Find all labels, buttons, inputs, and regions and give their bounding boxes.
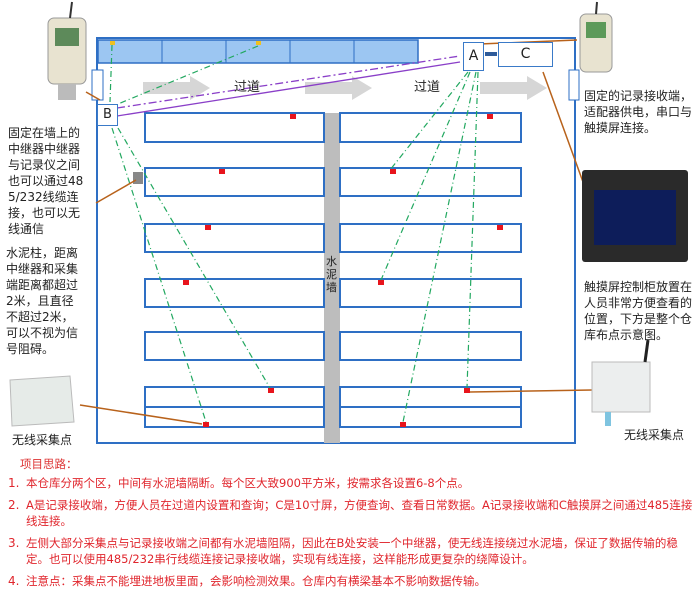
- note-text: 本仓库分两个区，中间有水泥墙隔断。每个区大致900平方米，按需求各设置6-8个点…: [26, 476, 470, 490]
- project-notes: 项目思路： 1. 本仓库分两个区，中间有水泥墙隔断。每个区大致900平方米，按需求…: [8, 456, 693, 589]
- left-door: [91, 69, 104, 101]
- notes-title: 项目思路：: [20, 457, 78, 471]
- pillar-annotation: 水泥柱，距离中继器和采集端距离都超过2米，且直径不超过2米，可以不视为信号阻碍。: [6, 246, 79, 356]
- note-item: 2. A是记录接收端，方便人员在过道内设置和查询；C是10寸屏，方便查询、查看日常…: [8, 497, 693, 529]
- touchscreen-image: [582, 170, 688, 262]
- note-item: 3. 左侧大部分采集点与记录接收端之间都有水泥墙阻隔，因此在B处安装一个中继器，使…: [8, 535, 693, 567]
- note-number: 3.: [8, 536, 20, 550]
- note-text: 注意点：采集点不能埋进地板里面，会影响检测效果。仓库内有横梁基本不影响数据传输。: [26, 574, 486, 588]
- note-text: 左侧大部分采集点与记录接收端之间都有水泥墙阻隔，因此在B处安装一个中继器，使无线…: [26, 536, 678, 566]
- right-door: [568, 69, 580, 101]
- top-shelf-band: [97, 39, 419, 64]
- note-number: 2.: [8, 498, 20, 512]
- note-number: 4.: [8, 574, 20, 588]
- wall-label: 水泥墙: [326, 255, 337, 294]
- corridor-label-left: 过道: [234, 80, 261, 95]
- sensor-points: [110, 41, 503, 427]
- concrete-wall: [324, 113, 340, 443]
- concrete-pillar: [133, 172, 143, 184]
- corridor-label-right: 过道: [414, 80, 441, 95]
- sensor-right-image: [591, 339, 651, 426]
- sensor-left-image: [9, 375, 75, 427]
- callout-lines: [79, 39, 593, 425]
- receiver-annotation: 固定的记录接收端，适配器供电，串口与触摸屏连接。: [584, 89, 693, 135]
- note-item: 4. 注意点：采集点不能埋进地板里面，会影响检测效果。仓库内有横梁基本不影响数据传…: [8, 573, 693, 589]
- repeater-annotation: 固定在墙上的中继器中继器与记录仪之间也可以通过485/232线缆连接，也可以无线…: [8, 126, 84, 236]
- note-text: A是记录接收端，方便人员在过道内设置和查询；C是10寸屏，方便查询、查看日常数据…: [26, 498, 693, 528]
- touchscreen-annotation: 触摸屏控制柜放置在人员非常方便查看的位置，下方是整个仓库布点示意图。: [584, 280, 693, 342]
- touchscreen-c: C: [498, 42, 553, 67]
- repeater-b: B: [97, 104, 118, 126]
- shelf-rows: [144, 112, 522, 428]
- corridor-arrows: [143, 76, 547, 100]
- sensor-right-label: 无线采集点: [624, 428, 685, 442]
- wireless-links: [109, 44, 479, 423]
- sensor-left-label: 无线采集点: [12, 433, 73, 447]
- note-item: 1. 本仓库分两个区，中间有水泥墙隔断。每个区大致900平方米，按需求各设置6-8…: [8, 475, 693, 491]
- note-number: 1.: [8, 476, 20, 490]
- handheld-left-image: [47, 1, 87, 100]
- receiver-a: A: [463, 42, 484, 71]
- repeater-links: [116, 55, 461, 117]
- handheld-right-image: [579, 1, 613, 73]
